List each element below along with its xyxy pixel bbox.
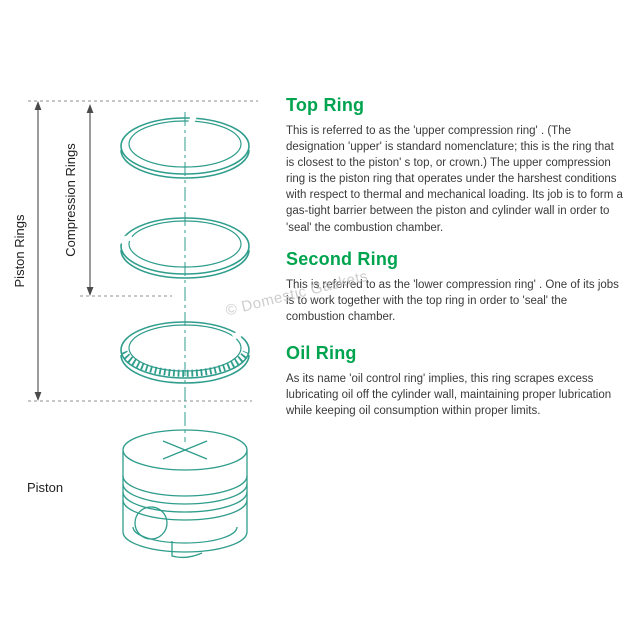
arrow-down-icon [86, 287, 94, 296]
arrow-up-icon [86, 104, 94, 113]
skirt-bottom-edge [122, 531, 248, 553]
section-second-ring: Second Ring This is referred to as the '… [286, 249, 624, 325]
piston-rings-diagram: Piston Rings Compression Rings [12, 100, 258, 559]
ring-groove-line [122, 491, 248, 513]
arrow-up-icon [34, 101, 42, 110]
second-ring-description: This is referred to as the 'lower compre… [286, 279, 619, 324]
skirt-cutout [171, 541, 203, 559]
oil-ring-illustration [120, 321, 250, 384]
compression-rings-dimension: Compression Rings [63, 104, 94, 296]
oil-ring-heading: Oil Ring [286, 343, 357, 363]
descriptions-column: Top Ring This is referred to as the 'upp… [286, 0, 628, 639]
skirt-inner-edge [132, 526, 238, 544]
piston-illustration [122, 429, 248, 559]
section-top-ring: Top Ring This is referred to as the 'upp… [286, 95, 624, 236]
top-ring-description: This is referred to as the 'upper compre… [286, 125, 623, 234]
oil-ring-description: As its name 'oil control ring' implies, … [286, 373, 612, 418]
piston-rings-dimension: Piston Rings [12, 101, 42, 401]
top-ring-illustration [120, 111, 250, 179]
ring-groove-line [122, 475, 248, 497]
arrow-down-icon [34, 392, 42, 401]
compression-rings-label: Compression Rings [63, 143, 78, 257]
ring-groove-line [122, 499, 248, 521]
second-ring-heading: Second Ring [286, 249, 399, 269]
section-oil-ring: Oil Ring As its name 'oil control ring' … [286, 343, 624, 419]
wrist-pin-boss [134, 506, 168, 540]
piston-label: Piston [27, 480, 63, 495]
piston-rings-label: Piston Rings [12, 214, 27, 287]
second-ring-illustration [115, 217, 250, 279]
top-ring-heading: Top Ring [286, 95, 365, 115]
ring-groove-line [122, 483, 248, 505]
